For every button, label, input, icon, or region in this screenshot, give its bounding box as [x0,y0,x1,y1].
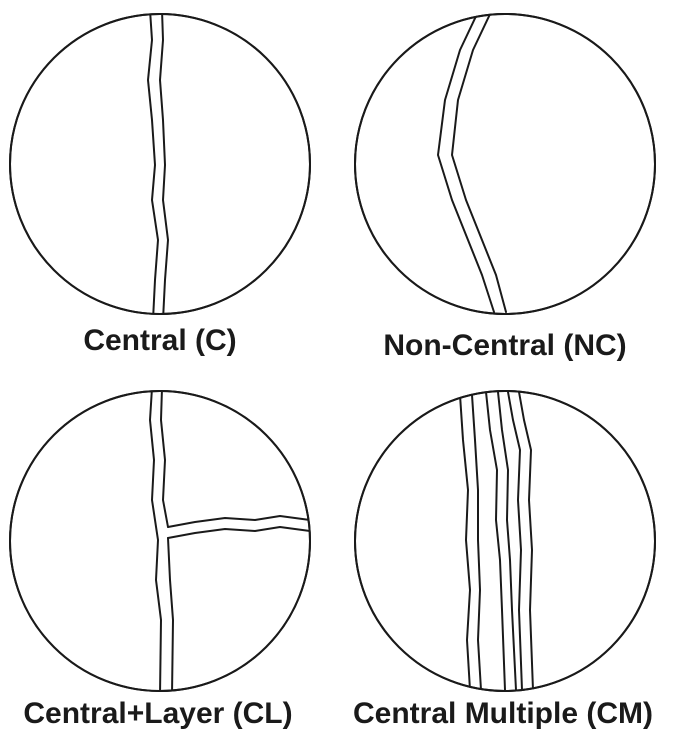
specimen-disc [355,391,655,691]
specimen-disc [10,14,310,314]
panel-central-layer: Central+Layer (CL) [10,388,310,730]
panel-central: Central (C) [10,10,310,357]
panel-non-central: Non-Central (NC) [355,12,655,362]
specimen-disc [355,14,655,314]
panel-label: Non-Central (NC) [383,329,626,362]
panel-label: Central Multiple (CM) [353,697,653,730]
panel-central-multiple: Central Multiple (CM) [353,391,655,730]
panel-label: Central+Layer (CL) [23,697,292,730]
panel-label: Central (C) [83,324,236,357]
